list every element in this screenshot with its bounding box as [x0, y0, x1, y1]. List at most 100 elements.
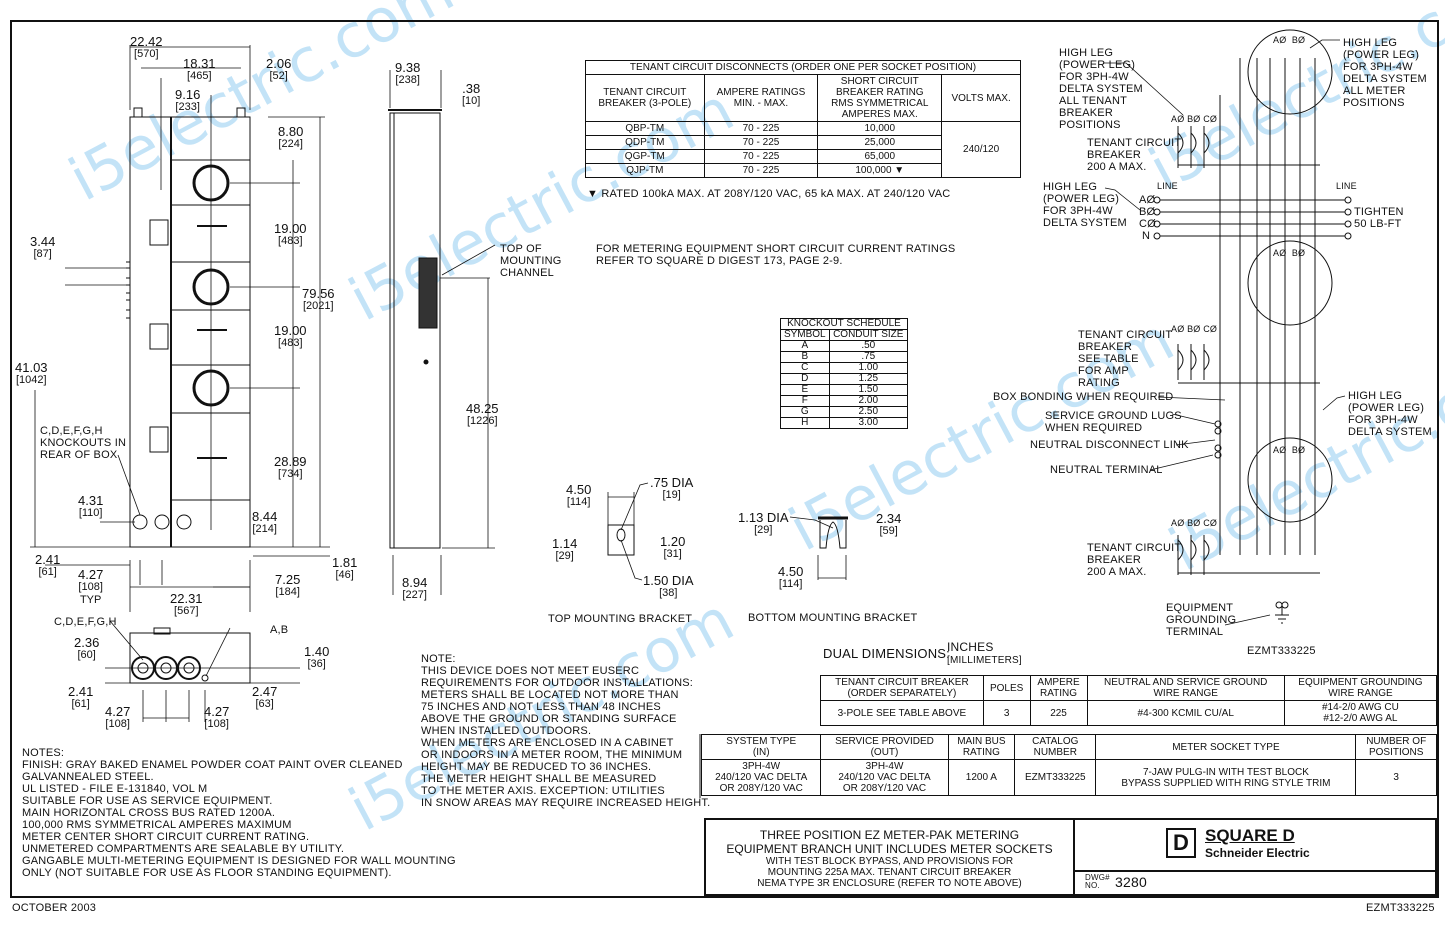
table-row: A.50	[780, 340, 909, 352]
breaker-model: QJP-TM	[585, 163, 705, 178]
ko-symbol: F	[780, 395, 830, 407]
breaker-phase-labels: AØ BØ CØ	[1171, 518, 1218, 528]
table-title: TENANT CIRCUIT DISCONNECTS (ORDER ONE PE…	[585, 60, 1021, 75]
dim-meter-offset: 9.16[233]	[175, 87, 201, 113]
volts-max: 240/120	[941, 121, 1021, 178]
dim-knockout-pitch: 4.27[108]TYP	[78, 567, 104, 606]
meter-phase-labels: AØ BØ	[1273, 35, 1306, 45]
cell: #14-2/0 AWG CU #12-2/0 AWG AL	[1283, 700, 1438, 726]
drawing-title: THREE POSITION EZ METER-PAK METERING EQU…	[706, 820, 1075, 894]
bottom-view	[105, 620, 300, 722]
ampere-range: 70 - 225	[703, 149, 819, 164]
breaker-model: QDP-TM	[585, 135, 705, 150]
ko-size: .50	[828, 340, 909, 352]
brand-name: SQUARE D	[1205, 826, 1295, 845]
cell: 1200 A	[947, 759, 1016, 796]
meter-phase-labels: AØ BØ	[1273, 445, 1306, 455]
bus-phase-c: CØ	[1139, 218, 1156, 230]
dim-meter-right: 7.25[184]	[275, 572, 301, 598]
front-view-dimension-lines	[30, 45, 330, 612]
dim-bv-2-41: 2.41[61]	[68, 684, 94, 710]
dim-bv-4-27-right: 4.27[108]	[204, 704, 230, 730]
dual-dimensions-mm: [MILLIMETERS]	[947, 655, 1022, 666]
top-bracket-drawing	[607, 482, 649, 581]
dim-bottom-section: 8.44[214]	[252, 509, 278, 535]
ko-size: 1.00	[828, 362, 909, 374]
table-header: NUMBER OF POSITIONS	[1355, 734, 1437, 760]
table-header: EQUIPMENT GROUNDING WIRE RANGE	[1283, 675, 1438, 701]
sc-rating: 100,000 ▼	[817, 163, 943, 178]
square-d-logo-icon: D	[1166, 828, 1196, 858]
table-row: 3-POLE SEE TABLE ABOVE 3 225 #4-300 KCMI…	[820, 700, 1438, 726]
bus-phase-a: AØ	[1139, 194, 1156, 206]
breaker-model: QBP-TM	[585, 121, 705, 136]
bottom-view-ab-label: A,B	[270, 624, 289, 636]
mounting-channel-label: TOP OF MOUNTING CHANNEL	[500, 243, 562, 279]
title-block: THREE POSITION EZ METER-PAK METERING EQU…	[704, 818, 1437, 896]
table-row: QBP-TM 70 - 225 10,000 240/120	[585, 121, 1021, 178]
breaker-spec-table: TENANT CIRCUIT BREAKER (ORDER SEPARATELY…	[820, 675, 1438, 726]
cell: 3	[1355, 759, 1437, 796]
cell: 7-JAW PULG-IN WITH TEST BLOCK BYPASS SUP…	[1095, 759, 1357, 796]
ko-symbol: A	[780, 340, 830, 352]
dwg-number: 3280	[1115, 874, 1147, 890]
dim-side-depth: 9.38[238]	[395, 60, 421, 86]
disconnects-footnote: ▼ RATED 100kA MAX. AT 208Y/120 VAC, 65 k…	[587, 188, 951, 200]
dim-bb-2-34: 2.34[59]	[876, 511, 902, 537]
ko-symbol: E	[780, 384, 830, 396]
dim-bb-dia: 1.13 DIA[29]	[738, 510, 789, 536]
tenant-disconnects-table: TENANT CIRCUIT DISCONNECTS (ORDER ONE PE…	[585, 60, 1021, 178]
neutral-link-label: NEUTRAL DISCONNECT LINK	[1030, 439, 1189, 451]
ampere-range: 70 - 225	[703, 163, 819, 178]
dim-tb-large-dia: 1.50 DIA[38]	[643, 573, 694, 599]
title-line: THREE POSITION EZ METER-PAK METERING	[759, 828, 1020, 842]
table-header: TENANT CIRCUIT BREAKER (ORDER SEPARATELY…	[820, 675, 984, 701]
dim-top-to-meter: 8.80[224]	[278, 124, 304, 150]
dim-bottom-to-slot: 41.03[1042]	[15, 360, 48, 386]
bottom-bracket-drawing	[789, 516, 848, 580]
table-row: QGP-TM 70 - 225 65,000	[585, 149, 1021, 164]
brand-sub: Schneider Electric	[1205, 846, 1310, 860]
dim-bv-2-36: 2.36[60]	[74, 635, 100, 661]
high-leg-breakers-label: HIGH LEG (POWER LEG) FOR 3PH-4W DELTA SY…	[1059, 47, 1143, 131]
table-header: SYMBOL	[780, 329, 830, 341]
dim-right-offset: 2.06[52]	[266, 56, 292, 82]
sc-rating: 10,000	[817, 121, 943, 136]
line-label-left: LINE	[1157, 181, 1178, 191]
box-bonding-label: BOX BONDING WHEN REQUIRED	[993, 391, 1174, 403]
system-spec-table: SYSTEM TYPE (IN) SERVICE PROVIDED (OUT) …	[700, 734, 1437, 796]
table-header: AMPERE RATING	[1029, 675, 1088, 701]
dim-bb-width: 4.50[114]	[778, 564, 804, 590]
cell: 3-POLE SEE TABLE ABOVE	[820, 700, 984, 726]
knockout-callout: C,D,E,F,G,H KNOCKOUTS IN REAR OF BOX	[40, 425, 127, 461]
cell: EZMT333225	[1014, 759, 1097, 796]
ko-size: 3.00	[828, 417, 909, 429]
breaker-3-label: TENANT CIRCUIT BREAKER 200 A MAX.	[1087, 542, 1182, 578]
table-header: SYSTEM TYPE (IN)	[700, 734, 822, 760]
breaker-phase-labels: AØ BØ CØ	[1171, 114, 1218, 124]
wiring-diagram	[1103, 29, 1352, 626]
table-row: 3PH-4W 240/120 VAC DELTA OR 208Y/120 VAC…	[700, 759, 1437, 796]
line-label-right: LINE	[1336, 181, 1357, 191]
cell: 3PH-4W 240/120 VAC DELTA OR 208Y/120 VAC	[820, 759, 949, 796]
wiring-catalog: EZMT333225	[1247, 645, 1316, 657]
dim-tb-1-20: 1.20[31]	[660, 534, 686, 560]
dim-overall-height: 79.56[2021]	[302, 286, 335, 312]
breaker-phase-labels: AØ BØ CØ	[1171, 324, 1218, 334]
side-view	[388, 70, 496, 595]
sc-rating: 25,000	[817, 135, 943, 150]
drawing-border	[10, 20, 1439, 898]
cell: 225	[1029, 700, 1088, 726]
dim-bottom-meter: 28.89[734]	[274, 454, 307, 480]
dim-bottom-width: 22.31[567]	[170, 591, 203, 617]
table-header: TENANT CIRCUIT BREAKER (3-POLE)	[585, 74, 705, 122]
dim-side-bottom-depth: 8.94[227]	[402, 575, 428, 601]
cell: 3PH-4W 240/120 VAC DELTA OR 208Y/120 VAC	[700, 759, 822, 796]
table-title: KNOCKOUT SCHEDULE	[780, 318, 908, 330]
dim-channel-height: 48.25[1226]	[466, 401, 499, 427]
breaker-model: QGP-TM	[585, 149, 705, 164]
